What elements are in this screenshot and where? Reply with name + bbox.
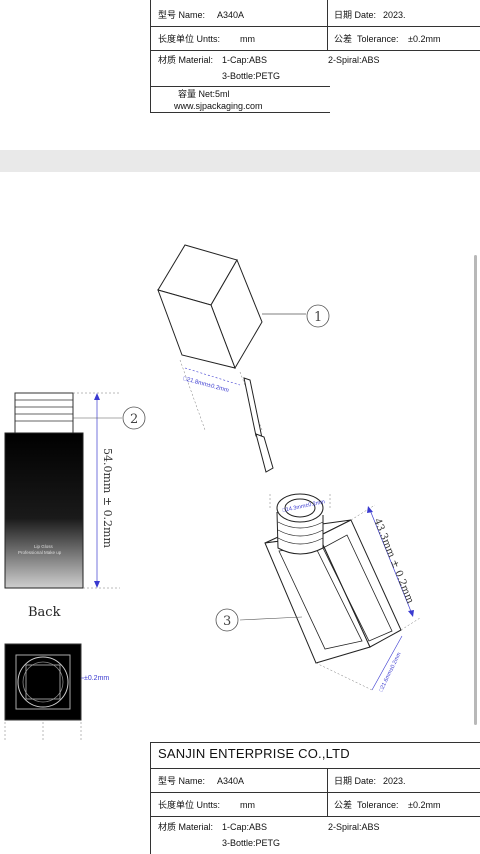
part-1-marker [306,304,330,328]
bottom-unit-value: mm [240,800,255,810]
unit-label: 长度单位 Untts: [158,34,221,44]
bottom-material-cap: 1-Cap:ABS [222,822,268,832]
bottom-tolerance-label: 公差 [334,800,353,810]
part-3-number: 3 [223,614,231,629]
bottle-side-view: Lip Gloss Professional Make up [4,392,84,589]
material-label: 材质 Material: [158,55,214,65]
bottom-tolerance-value: ±0.2mm [408,800,441,810]
bottle-height-dimension: 54.0mm ± 0.2mm [101,448,114,548]
cap-drawing [157,244,263,370]
bottom-tolerance-text: Tolerance: [357,800,399,810]
capacity-label: 容量 Net:5ml [178,89,230,99]
bottom-date-value: 2023. [383,776,406,786]
unit-value: mm [240,34,255,44]
bottom-material-label: 材质 Material: [158,822,214,832]
part-3-marker [215,608,239,632]
tolerance-value: ±0.2mm [408,34,441,44]
material-bottle: 3-Bottle:PETG [222,71,281,81]
bottom-material-spiral: 2-Spiral:ABS [328,822,380,832]
cap-dimension: □21.8mm±0.2mm [182,376,229,394]
bottom-unit-label: 长度单位 Untts: [158,800,221,810]
bottom-material-bottle: 3-Bottle:PETG [222,838,281,848]
scrollbar[interactable] [474,255,477,725]
model-value: A340A [217,10,245,20]
bottom-date-label: 日期 Date: [334,776,377,786]
front-view-dimension: ±0.2mm [84,675,109,682]
back-label-text-2: Professional Make up [18,550,62,555]
model-label: 型号 Name: [158,10,206,20]
bottom-model-label: 型号 Name: [158,776,206,786]
material-cap: 1-Cap:ABS [222,55,268,65]
tolerance-text: Tolerance: [357,34,399,44]
part-1-number: 1 [314,310,322,325]
page-divider [0,150,480,172]
part-2-marker [122,406,146,430]
back-view-label: Back [28,605,61,620]
wand-drawing [243,377,274,473]
tolerance-label: 公差 [334,34,353,44]
date-value: 2023. [383,10,406,20]
company-name: SANJIN ENTERPRISE CO.,LTD [158,746,350,761]
date-label: 日期 Date: [334,10,377,20]
back-label-text-1: Lip Gloss [34,544,54,549]
bottle-top-view [4,643,82,721]
part-2-number: 2 [130,412,138,427]
material-spiral: 2-Spiral:ABS [328,55,380,65]
bottom-model-value: A340A [217,776,245,786]
website-link: www.sjpackaging.com [174,101,263,111]
bottle-neck-drawing [276,493,324,555]
